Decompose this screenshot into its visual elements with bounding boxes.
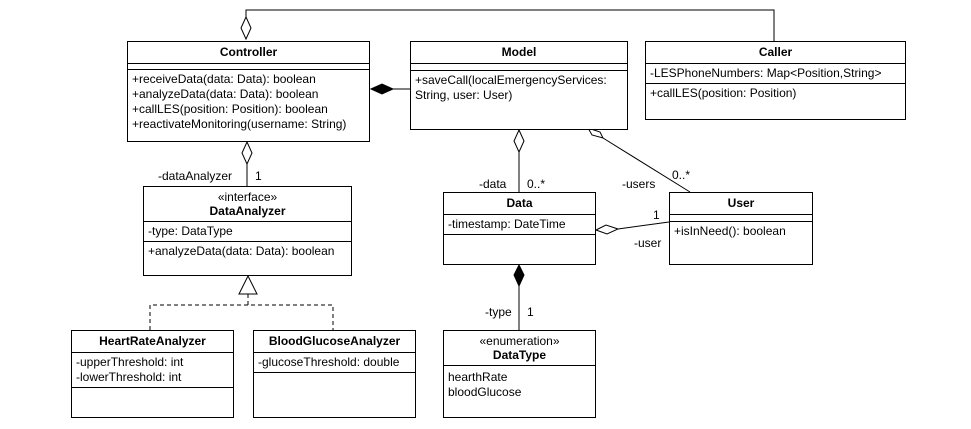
class-caller-header: Caller: [646, 42, 905, 64]
class-data-attributes: -timestamp: DateTime: [444, 215, 595, 235]
interface-data-analyzer: «interface» DataAnalyzer -type: DataType…: [143, 186, 352, 276]
class-model: Model +saveCall(localEmergencyServices: …: [410, 41, 628, 130]
stereotype-label: «interface»: [217, 190, 278, 204]
class-model-attributes: [411, 64, 627, 71]
attribute: -type: DataType: [148, 224, 233, 238]
role-label-data: -data: [479, 177, 507, 191]
attribute: -lowerThreshold: int: [76, 370, 182, 384]
class-controller-operations: +receiveData(data: Data): boolean +analy…: [128, 70, 369, 134]
multiplicity-label-data: 0..*: [527, 177, 546, 191]
class-controller-attributes: [128, 64, 369, 70]
interface-data-analyzer-name: DataAnalyzer: [209, 204, 286, 218]
stereotype-label: «enumeration»: [479, 334, 560, 348]
controller-analyzer-aggregation-diamond: [241, 140, 253, 166]
attribute: -glucoseThreshold: double: [258, 355, 400, 369]
interface-data-analyzer-attributes: -type: DataType: [144, 222, 351, 242]
enum-data-type-header: «enumeration» DataType: [444, 331, 595, 366]
class-caller: Caller -LESPhoneNumbers: Map<Position,St…: [645, 41, 906, 120]
enum-data-type: «enumeration» DataType hearthRate bloodG…: [443, 330, 596, 418]
role-label-type: -type: [485, 305, 512, 319]
multiplicity-label-type: 1: [527, 305, 534, 319]
class-data-name: Data: [506, 196, 533, 210]
attribute: -LESPhoneNumbers: Map<Position,String>: [650, 66, 882, 80]
enum-data-type-name: DataType: [492, 348, 547, 362]
class-user: User +isInNeed(): boolean: [669, 192, 813, 265]
interface-data-analyzer-operations: +analyzeData(data: Data): boolean: [144, 242, 351, 261]
class-controller-header: Controller: [128, 42, 369, 64]
data-user-association-line: [617, 221, 670, 230]
class-user-attributes: [670, 215, 812, 222]
class-model-name: Model: [501, 45, 537, 59]
class-blood-glucose-analyzer: BloodGlucoseAnalyzer -glucoseThreshold: …: [253, 330, 416, 418]
class-data: Data -timestamp: DateTime: [443, 192, 596, 265]
class-data-operations: [444, 235, 595, 239]
class-user-header: User: [670, 193, 812, 215]
operation: +callLES(position: Position): [650, 86, 797, 100]
class-model-header: Model: [411, 42, 627, 64]
operation: +receiveData(data: Data): boolean: [132, 72, 316, 86]
operation: +analyzeData(data: Data): boolean: [132, 87, 319, 101]
interface-data-analyzer-header: «interface» DataAnalyzer: [144, 187, 351, 222]
realization-triangle: [238, 274, 258, 295]
class-user-operations: +isInNeed(): boolean: [670, 222, 812, 241]
role-label-users: -users: [622, 177, 656, 191]
model-user-aggregation-diamond: [586, 127, 604, 139]
class-user-name: User: [727, 196, 755, 210]
class-heart-rate-analyzer-name: HeartRateAnalyzer: [99, 334, 206, 348]
attribute: -upperThreshold: int: [76, 355, 184, 369]
class-data-header: Data: [444, 193, 595, 215]
model-data-aggregation-diamond: [513, 128, 525, 154]
operation: +reactivateMonitoring(username: String): [132, 117, 347, 131]
class-controller-name: Controller: [219, 45, 278, 59]
role-label-user: -user: [634, 236, 662, 250]
operation: +isInNeed(): boolean: [674, 224, 786, 238]
class-controller: Controller +receiveData(data: Data): boo…: [127, 41, 370, 142]
class-blood-glucose-analyzer-header: BloodGlucoseAnalyzer: [254, 331, 415, 353]
class-caller-name: Caller: [758, 45, 793, 59]
multiplicity-label-data-analyzer: 1: [255, 169, 262, 183]
operation: +callLES(position: Position): boolean: [132, 102, 328, 116]
class-caller-attributes: -LESPhoneNumbers: Map<Position,String>: [646, 64, 905, 84]
multiplicity-label-user: 1: [653, 208, 660, 222]
data-user-aggregation-diamond: [594, 224, 620, 235]
model-user-association-line: [602, 137, 691, 193]
enum-literal: hearthRate: [448, 370, 508, 384]
class-heart-rate-analyzer-attributes: -upperThreshold: int -lowerThreshold: in…: [72, 353, 233, 388]
controller-caller-association-line: [245, 9, 775, 41]
multiplicity-label-users: 0..*: [672, 168, 691, 182]
heart-rate-realization-line: [149, 304, 334, 330]
class-model-operations: +saveCall(localEmergencyServices: String…: [411, 71, 627, 105]
enum-data-type-literals: hearthRate bloodGlucose: [444, 366, 595, 402]
class-heart-rate-analyzer: HeartRateAnalyzer -upperThreshold: int -…: [71, 330, 234, 418]
class-caller-operations: +callLES(position: Position): [646, 84, 905, 103]
attribute: -timestamp: DateTime: [448, 217, 566, 231]
controller-caller-aggregation-diamond: [240, 15, 252, 41]
class-blood-glucose-analyzer-operations: [254, 373, 415, 377]
data-type-composition-diamond: [513, 263, 525, 288]
operation: +analyzeData(data: Data): boolean: [148, 244, 335, 258]
class-heart-rate-analyzer-header: HeartRateAnalyzer: [72, 331, 233, 353]
operation: +saveCall(localEmergencyServices:: [415, 73, 607, 87]
class-heart-rate-analyzer-operations: [72, 388, 233, 392]
controller-model-composition-diamond: [369, 83, 395, 95]
operation: String, user: User): [415, 88, 513, 102]
class-blood-glucose-analyzer-attributes: -glucoseThreshold: double: [254, 353, 415, 373]
role-label-data-analyzer: -dataAnalyzer: [158, 169, 233, 183]
enum-literal: bloodGlucose: [448, 385, 522, 399]
class-blood-glucose-analyzer-name: BloodGlucoseAnalyzer: [268, 334, 401, 348]
